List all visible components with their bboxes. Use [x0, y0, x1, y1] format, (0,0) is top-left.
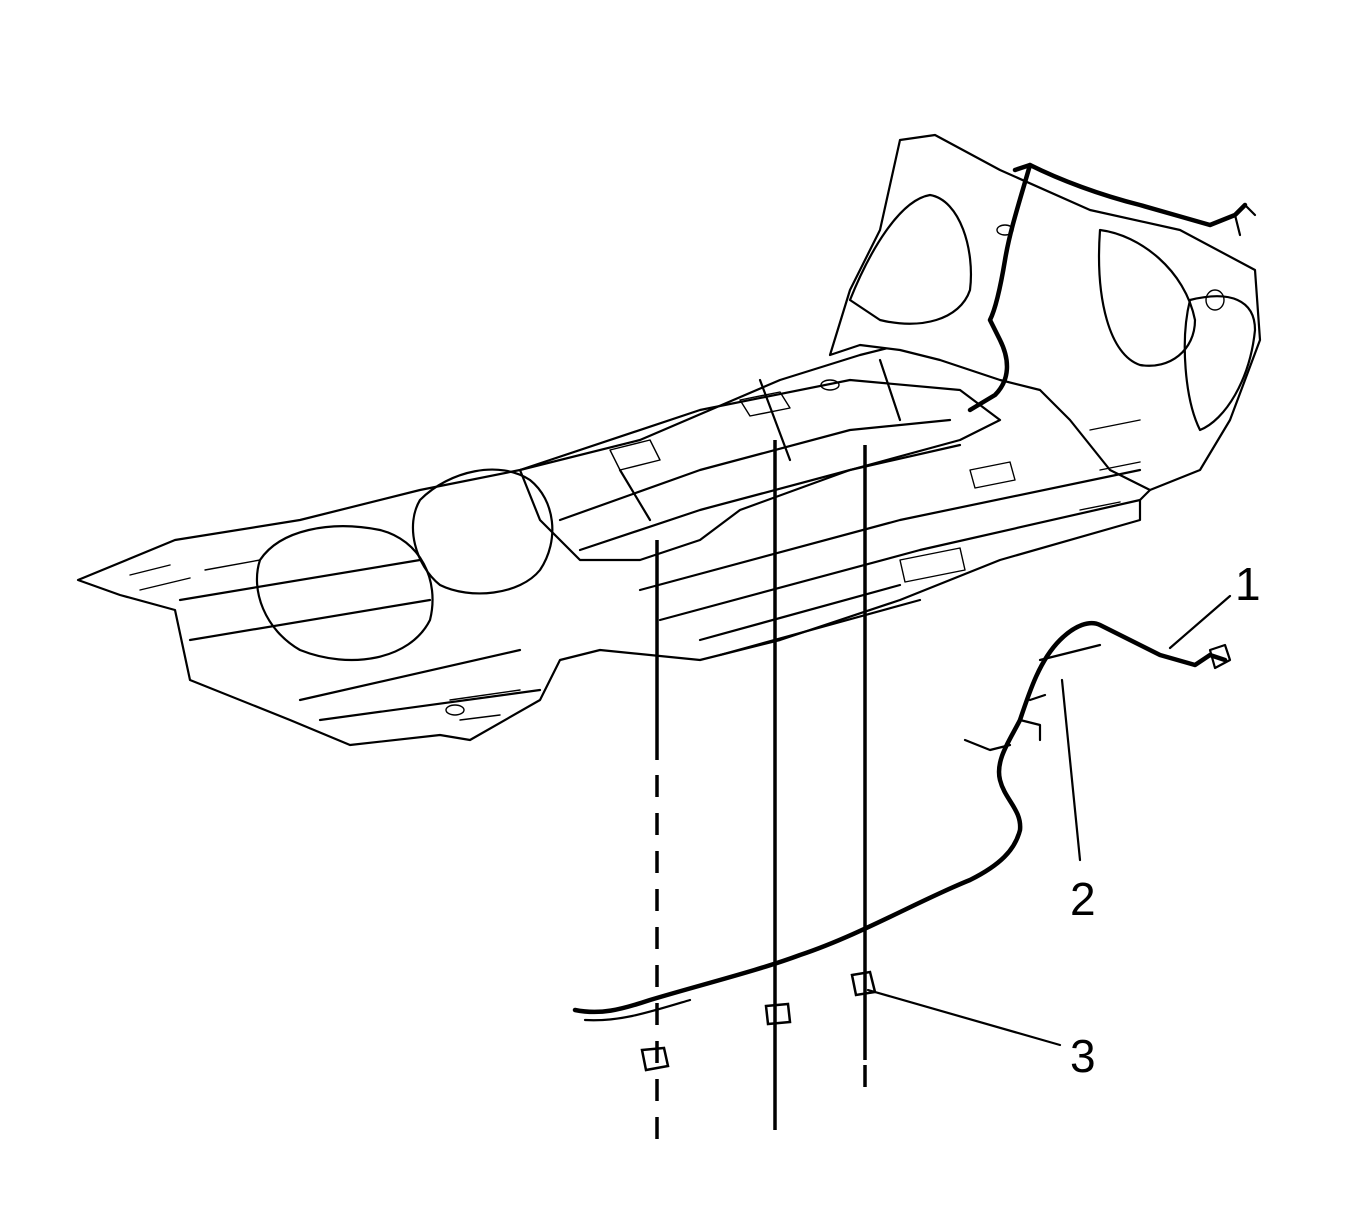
callout-2: 2 [1070, 873, 1096, 925]
callout-3: 3 [1070, 1030, 1096, 1082]
line-assembly [572, 620, 1232, 1022]
callout-leaders [866, 594, 1232, 1047]
vehicle-floor-pan [76, 133, 1262, 747]
installation-guide-lines [655, 440, 867, 1150]
line-retainer-clips [640, 970, 877, 1072]
callout-1: 1 [1235, 558, 1261, 610]
